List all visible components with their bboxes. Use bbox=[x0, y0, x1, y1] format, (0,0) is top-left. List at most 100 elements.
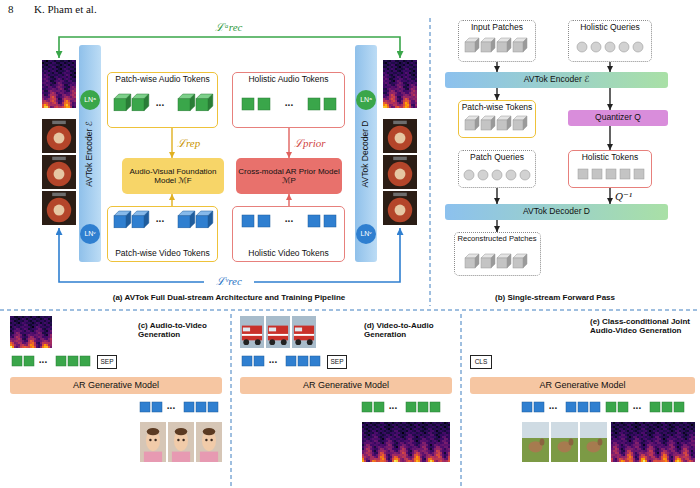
spectrogram bbox=[22, 338, 24, 340]
spectrogram bbox=[387, 78, 389, 80]
query-circle bbox=[633, 42, 643, 52]
spectrogram bbox=[398, 440, 400, 442]
spectrogram bbox=[385, 62, 387, 64]
spectrogram bbox=[398, 436, 400, 438]
spectrogram bbox=[414, 452, 416, 454]
spectrogram bbox=[42, 64, 44, 66]
spectrogram bbox=[416, 456, 418, 458]
spectrogram bbox=[22, 320, 24, 322]
spectrogram bbox=[405, 92, 407, 94]
spectrogram bbox=[387, 76, 389, 78]
video-frame bbox=[147, 428, 159, 435]
spectrogram bbox=[386, 430, 388, 432]
spectrogram bbox=[420, 442, 422, 444]
spectrogram bbox=[44, 346, 46, 348]
spectrogram bbox=[54, 72, 56, 74]
spectrogram bbox=[401, 96, 403, 98]
spectrogram bbox=[58, 102, 60, 104]
spectrogram bbox=[62, 64, 64, 66]
spectrogram bbox=[398, 448, 400, 450]
spectrogram bbox=[386, 460, 388, 462]
spectrogram bbox=[415, 78, 417, 80]
spectrogram bbox=[70, 106, 72, 108]
spectrogram bbox=[72, 98, 74, 100]
spectrogram bbox=[372, 450, 374, 452]
spectrogram bbox=[407, 104, 409, 106]
spectrogram bbox=[395, 106, 397, 108]
spectrogram bbox=[416, 458, 418, 460]
spectrogram bbox=[389, 60, 391, 62]
spectrogram bbox=[384, 458, 386, 460]
spectrogram bbox=[413, 102, 415, 104]
video-frame bbox=[42, 119, 76, 153]
spectrogram bbox=[32, 328, 34, 330]
spectrogram bbox=[407, 96, 409, 98]
token-cube bbox=[523, 254, 527, 268]
spectrogram bbox=[68, 66, 70, 68]
spectrogram bbox=[30, 328, 32, 330]
spectrogram bbox=[390, 448, 392, 450]
spectrogram bbox=[415, 96, 417, 98]
spectrogram bbox=[391, 102, 393, 104]
spectrogram bbox=[50, 92, 52, 94]
spectrogram bbox=[42, 346, 44, 348]
spectrogram bbox=[376, 456, 378, 458]
spectrogram bbox=[44, 86, 46, 88]
spectrogram bbox=[32, 346, 34, 348]
spectrogram bbox=[30, 322, 32, 324]
spectrogram bbox=[422, 432, 424, 434]
token-cube bbox=[497, 254, 511, 268]
spectrogram bbox=[20, 320, 22, 322]
spectrogram bbox=[24, 322, 26, 324]
token-square bbox=[324, 98, 336, 110]
spectrogram bbox=[58, 76, 60, 78]
spectrogram bbox=[398, 424, 400, 426]
spectrogram bbox=[10, 328, 12, 330]
spectrogram bbox=[24, 318, 26, 320]
spectrogram bbox=[399, 82, 401, 84]
spectrogram bbox=[385, 84, 387, 86]
spectrogram bbox=[383, 60, 417, 108]
spectrogram bbox=[50, 342, 52, 344]
panel-separator bbox=[0, 18, 700, 486]
spectrogram bbox=[48, 84, 50, 86]
spectrogram bbox=[402, 458, 404, 460]
spectrogram bbox=[420, 432, 422, 434]
spectrogram bbox=[395, 90, 397, 92]
spectrogram bbox=[70, 82, 72, 84]
spectrogram bbox=[393, 70, 395, 72]
spectrogram bbox=[42, 342, 44, 344]
spectrogram bbox=[388, 422, 390, 424]
spectrogram bbox=[413, 82, 415, 84]
spectrogram bbox=[404, 460, 406, 462]
spectrogram bbox=[387, 94, 389, 96]
spectrogram bbox=[412, 444, 414, 446]
spectrogram bbox=[26, 318, 28, 320]
spectrogram bbox=[68, 92, 70, 94]
spectrogram bbox=[366, 458, 368, 460]
spectrogram bbox=[46, 84, 48, 86]
spectrogram bbox=[409, 94, 411, 96]
video-frame bbox=[395, 133, 406, 144]
spectrogram bbox=[34, 328, 36, 330]
spectrogram bbox=[20, 342, 22, 344]
spectrogram bbox=[42, 96, 44, 98]
spectrogram bbox=[404, 454, 406, 456]
spectrogram bbox=[48, 318, 50, 320]
spectrogram bbox=[28, 346, 30, 348]
spectrogram bbox=[406, 426, 408, 428]
spectrogram bbox=[380, 456, 382, 458]
spectrogram bbox=[42, 102, 44, 104]
spectrogram bbox=[32, 316, 34, 318]
spectrogram bbox=[42, 320, 44, 322]
spectrogram bbox=[70, 80, 72, 82]
spectrogram bbox=[399, 86, 401, 88]
spectrogram bbox=[74, 94, 76, 96]
spectrogram bbox=[74, 62, 76, 64]
spectrogram bbox=[68, 94, 70, 96]
spectrogram bbox=[382, 428, 384, 430]
spectrogram bbox=[386, 440, 388, 442]
spectrogram bbox=[368, 444, 370, 446]
spectrogram bbox=[392, 426, 394, 428]
spectrogram bbox=[403, 98, 405, 100]
